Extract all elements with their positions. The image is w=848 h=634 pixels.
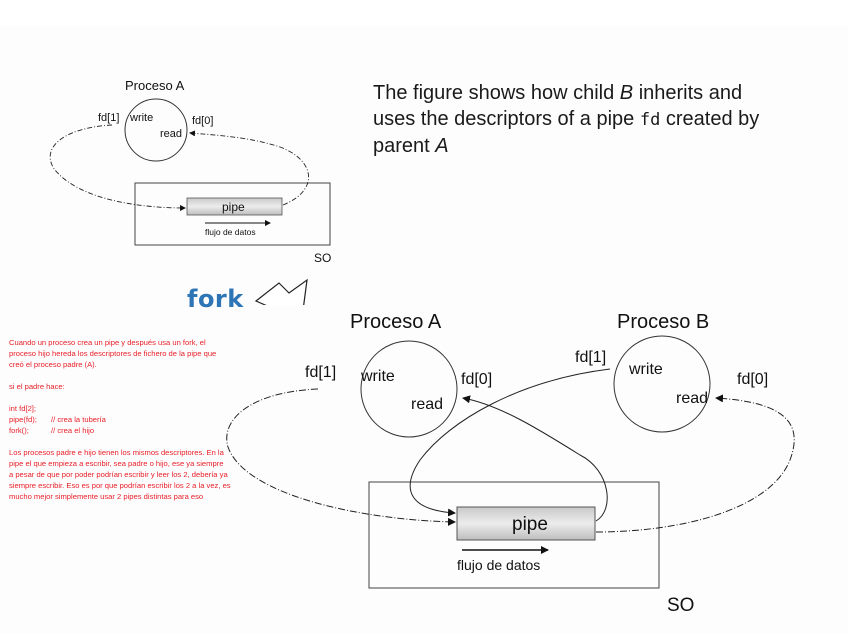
process-a-fd0-label: fd[0]	[461, 371, 492, 388]
small-write-curve	[49, 124, 186, 211]
process-a-fd1-label: fd[1]	[305, 364, 336, 381]
large-diagram-bg	[213, 305, 846, 632]
process-b-read-curve	[595, 394, 795, 533]
process-b-circle	[613, 335, 711, 433]
code-stmt: pipe(fd);	[9, 415, 37, 424]
flow-label: flujo de datos	[457, 557, 540, 573]
small-os-box	[134, 182, 331, 246]
code-comment: // crea la tubería	[51, 415, 106, 424]
code-stmt: int fd[2];	[9, 404, 37, 413]
os-label: SO	[667, 595, 694, 616]
process-b-write-label: write	[628, 361, 663, 378]
process-a-write-curve	[226, 388, 456, 526]
notes-paragraph: a pesar de que por poder podrían escribi…	[9, 470, 231, 501]
caption-code-fd: fd	[639, 110, 661, 130]
process-a-circle	[360, 340, 458, 438]
large-diagram: Proceso A Proceso B write read fd[1] fd[…	[213, 305, 846, 632]
notes-paragraph: Los procesos padre e hijo tienen los mis…	[9, 448, 224, 468]
small-read-curve	[189, 130, 309, 206]
caption-text: uses the descriptors of a pipe	[373, 108, 640, 130]
os-box	[368, 481, 660, 589]
code-line: fork(); // crea el hijo	[9, 425, 231, 436]
small-pipe-rect	[186, 197, 283, 216]
small-fd1-label: fd[1]	[98, 112, 119, 124]
small-write-label: write	[129, 112, 153, 124]
small-process-a-circle	[124, 98, 188, 162]
small-fd0-label: fd[0]	[192, 115, 213, 127]
process-a-label: Proceso A	[350, 311, 442, 333]
notes-paragraph: Cuando un proceso crea un pipe y después…	[9, 338, 217, 369]
caption-text: inherits and	[633, 82, 743, 104]
figure-caption: The figure shows how child B inherits an…	[373, 80, 813, 159]
small-flow-label: flujo de datos	[205, 227, 256, 237]
small-diagram: Proceso A write read fd[1] fd[0] SO pipe…	[49, 78, 331, 265]
pipe-rect	[456, 506, 596, 541]
process-b-label: Proceso B	[617, 311, 709, 333]
notes-code: int fd[2]; pipe(fd); // crea la tubería f…	[9, 403, 231, 436]
small-os-label: SO	[314, 251, 331, 265]
process-b-write-curve	[409, 368, 611, 517]
small-pipe-label: pipe	[222, 200, 245, 214]
process-a-write-label: write	[360, 368, 395, 385]
caption-text: The figure shows how child	[373, 82, 620, 104]
notes-block: Cuando un proceso crea un pipe y después…	[9, 337, 231, 502]
process-b-read-label: read	[676, 390, 708, 407]
code-stmt: fork();	[9, 426, 29, 435]
fork-label: fork	[187, 285, 244, 313]
code-comment: // crea el hijo	[51, 426, 95, 435]
process-b-fd0-label: fd[0]	[737, 371, 768, 388]
caption-var-a: A	[435, 135, 449, 157]
process-a-read-curve	[462, 395, 608, 522]
process-b-fd1-label: fd[1]	[575, 349, 606, 366]
small-read-label: read	[160, 128, 182, 140]
process-a-read-label: read	[411, 396, 443, 413]
pipe-label: pipe	[512, 514, 548, 535]
small-process-a-label: Proceso A	[125, 78, 185, 93]
code-line: pipe(fd); // crea la tubería	[9, 414, 231, 425]
notes-paragraph: si el padre hace:	[9, 382, 65, 391]
caption-var-b: B	[619, 82, 634, 104]
code-line: int fd[2];	[9, 403, 231, 414]
caption-text: parent	[373, 135, 436, 157]
caption-text: created by	[660, 108, 760, 130]
